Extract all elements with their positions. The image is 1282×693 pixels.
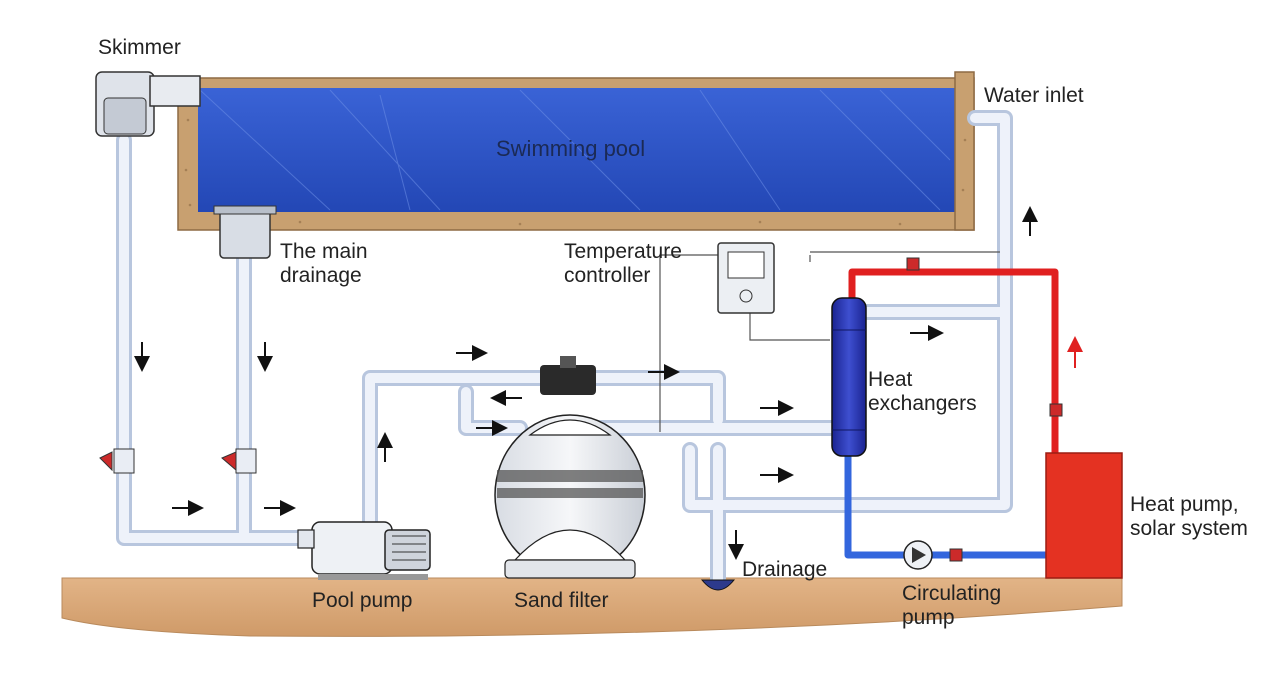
circulating-pump-label-line1: Circulating: [902, 582, 1002, 605]
water-inlet-label: Water inlet: [984, 84, 1084, 107]
heat-exchangers-label-line2: exchangers: [868, 392, 977, 415]
skimmer-label: Skimmer: [98, 36, 181, 59]
drainage-label: Drainage: [742, 558, 828, 581]
heat-pump-solar-label-line2: solar system: [1130, 517, 1248, 540]
return-pipe: [844, 455, 1048, 559]
temperature-controller-label-line2: controller: [564, 264, 651, 287]
swimming-pool: [177, 71, 975, 231]
heat-pump-solar-label-line1: Heat pump,: [1130, 493, 1239, 516]
temperature-controller: [717, 242, 775, 314]
flow-arrows: [134, 206, 1038, 560]
sand-filter: [494, 356, 646, 579]
sand-filter-label: Sand filter: [514, 589, 609, 612]
ground-floor: [61, 577, 1123, 637]
heat-exchangers-label: Heat exchangers: [868, 368, 977, 416]
pool-pump-label: Pool pump: [312, 589, 413, 612]
drainage-outlet: [700, 579, 736, 591]
pool-pump: [297, 521, 431, 580]
temperature-controller-label: Temperature controller: [564, 240, 682, 288]
main-drainage-label: The main drainage: [280, 240, 368, 288]
circulating-pump: [903, 540, 933, 570]
hot-water-pipe: [848, 268, 1059, 455]
heat-exchangers-label-line1: Heat: [868, 368, 913, 391]
main-drainage-label-line2: drainage: [280, 264, 362, 287]
skimmer: [95, 71, 201, 137]
main-drain: [213, 205, 277, 259]
heat-pump-solar-label: Heat pump, solar system: [1130, 493, 1248, 541]
heat-pump-box: [1045, 452, 1123, 579]
swimming-pool-label: Swimming pool: [496, 136, 646, 161]
main-drainage-label-line1: The main: [280, 240, 368, 263]
circulating-pump-label: Circulating pump: [902, 582, 1001, 630]
valves: [99, 257, 1063, 562]
heat-exchanger: [831, 297, 867, 457]
temperature-controller-label-line1: Temperature: [564, 240, 682, 263]
circulating-pump-label-line2: pump: [902, 606, 955, 629]
